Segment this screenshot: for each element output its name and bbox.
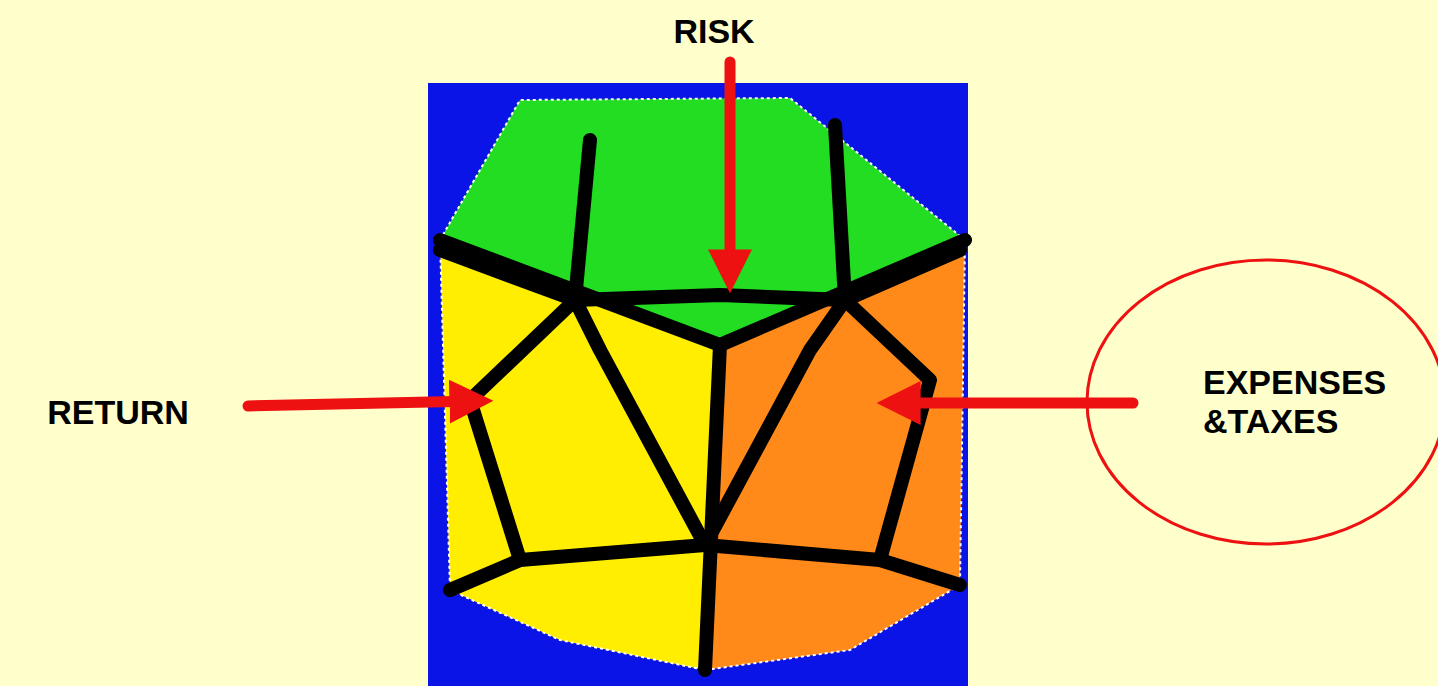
blue-ground — [428, 83, 968, 686]
callout-ellipse: EXPENSES &TAXES — [1085, 258, 1438, 546]
risk-label: RISK — [673, 12, 754, 51]
callout-text: EXPENSES &TAXES — [1203, 363, 1373, 441]
cube-edges — [440, 125, 965, 670]
left-face — [440, 240, 720, 670]
cube-outline — [440, 98, 965, 670]
pointer-arrows — [248, 62, 1133, 406]
right-face — [705, 240, 965, 670]
return-label: RETURN — [47, 393, 189, 432]
